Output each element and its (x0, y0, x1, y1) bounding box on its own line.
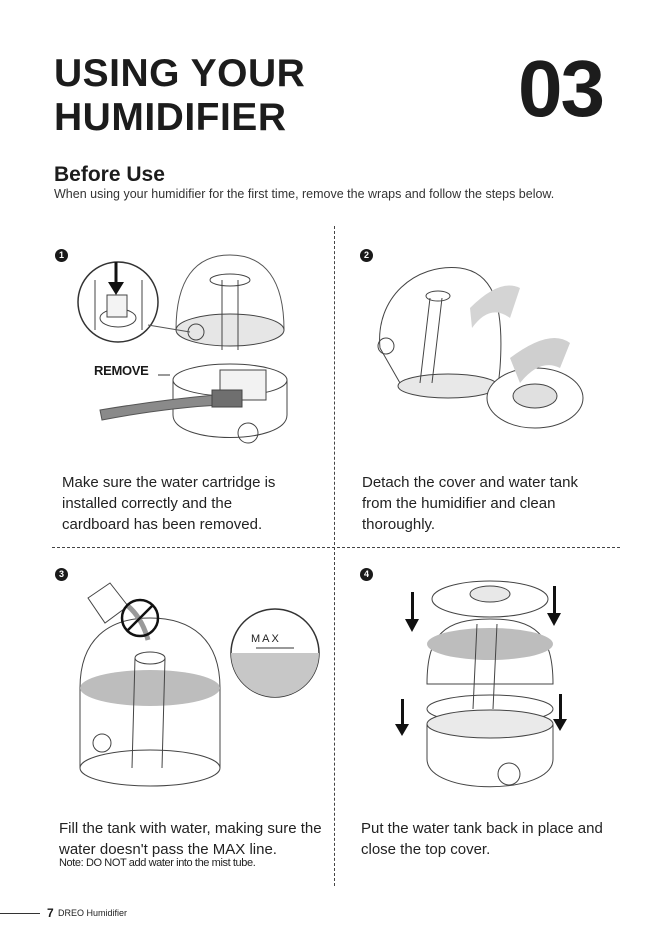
remove-callout: REMOVE (94, 363, 149, 378)
step-1-text: Make sure the water cartridge is install… (62, 474, 276, 533)
chapter-number: 03 (518, 44, 605, 133)
step-2-text: Detach the cover and water tank from the… (362, 474, 578, 533)
step-1-illustration (77, 254, 288, 444)
step-4-text: Put the water tank back in place and clo… (361, 820, 603, 858)
step-4-badge: 4 (360, 568, 373, 581)
step-3-text: Fill the tank with water, making sure th… (59, 820, 322, 858)
footer-brand: DREO Humidifier (58, 908, 128, 918)
step-3-badge: 3 (55, 568, 68, 581)
max-label: MAX (251, 633, 281, 645)
step-2-illustration (377, 267, 584, 429)
vertical-divider (334, 226, 335, 886)
step-1-badge: 1 (55, 249, 68, 262)
section-heading: Before Use (54, 163, 165, 186)
page-title: USING YOUR HUMIDIFIER (54, 52, 305, 140)
step-3-note: Note: DO NOT add water into the mist tub… (59, 857, 256, 869)
horizontal-divider (52, 547, 620, 548)
step-4-illustration (395, 580, 567, 788)
title-line-1: USING YOUR (54, 52, 306, 95)
step-3-illustration (79, 582, 320, 787)
section-intro: When using your humidifier for the first… (54, 187, 555, 201)
title-line-2: HUMIDIFIER (54, 96, 287, 139)
step-2-badge: 2 (360, 249, 373, 262)
page-number: 7 (47, 906, 54, 920)
footer-rule (0, 913, 40, 914)
